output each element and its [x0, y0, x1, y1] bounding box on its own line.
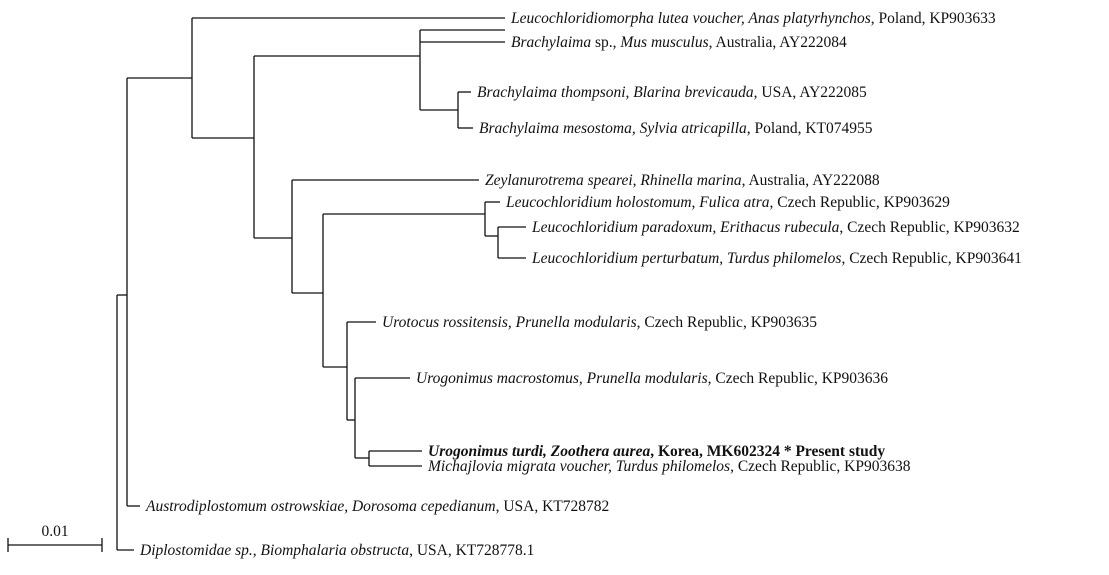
- taxon-label-part: Diplostomidae sp., Biomphalaria obstruct…: [139, 542, 409, 559]
- taxon-label: Austrodiplostomum ostrowskiae, Dorosoma …: [145, 498, 609, 515]
- taxon-label-part: , USA, KT728778.1: [409, 542, 534, 559]
- taxon-label-part: Anas platyrhynchos: [747, 10, 870, 27]
- taxon-label-part: , Czech Republic, KP903632: [839, 219, 1019, 236]
- taxon-label-part: Michajlovia migrata voucher, Turdus phil…: [427, 458, 730, 475]
- taxon-label-part: , Korea, MK602324 * Present study: [650, 443, 885, 460]
- taxon-label-part: Austrodiplostomum ostrowskiae, Dorosoma …: [145, 498, 496, 515]
- taxon-label-part: Urogonimus macrostomus, Prunella modular…: [416, 370, 708, 387]
- taxon-label: Zeylanurotrema spearei, Rhinella marina,…: [485, 172, 880, 189]
- taxon-label: Brachylaima mesostoma, Sylvia atricapill…: [479, 120, 873, 137]
- taxon-label-part: , Czech Republic, KP903638: [730, 458, 911, 475]
- taxon-label: Leucochloridium holostomum, Fulica atra,…: [505, 194, 950, 211]
- taxon-label: Michajlovia migrata voucher, Turdus phil…: [427, 458, 911, 475]
- taxon-label: Leucochloridium paradoxum, Erithacus rub…: [531, 219, 1020, 236]
- taxon-label: Brachylaima thompsoni, Blarina brevicaud…: [477, 84, 867, 101]
- taxon-label-part: , USA, KT728782: [496, 498, 610, 515]
- taxon-label-part: Zeylanurotrema spearei, Rhinella marina: [485, 172, 742, 189]
- taxon-label-part: , Poland, KP903633: [871, 10, 996, 27]
- taxon-label-part: , Czech Republic, KP903641: [841, 250, 1021, 267]
- taxon-label: Diplostomidae sp., Biomphalaria obstruct…: [139, 542, 534, 559]
- taxon-label-part: Leucochloridium holostomum, Fulica atra: [505, 194, 770, 211]
- tree-branches: [116, 17, 526, 551]
- taxon-label-part: , Czech Republic, KP903636: [708, 370, 889, 387]
- taxon-label: Urotocus rossitensis, Prunella modularis…: [382, 314, 817, 331]
- taxon-label: Urogonimus turdi, Zoothera aurea, Korea,…: [428, 443, 885, 460]
- taxon-label: Brachylaima sp., Mus musculus, Australia…: [511, 34, 847, 51]
- taxon-label-part: Urotocus rossitensis, Prunella modularis: [382, 314, 637, 331]
- taxon-label-part: , Czech Republic, KP903635: [637, 314, 818, 331]
- taxon-label: Leucochloridiomorpha lutea voucher, Anas…: [510, 10, 996, 27]
- taxon-label-part: , Australia, AY222084: [709, 34, 847, 51]
- taxon-label-part: Leucochloridium paradoxum, Erithacus rub…: [531, 219, 840, 236]
- taxon-label-part: sp.,: [591, 34, 620, 51]
- taxon-label: Urogonimus macrostomus, Prunella modular…: [416, 370, 888, 387]
- taxon-label: Leucochloridium perturbatum, Turdus phil…: [531, 250, 1022, 267]
- taxon-label-part: Leucochloridiomorpha lutea voucher,: [510, 10, 748, 27]
- taxon-labels: Leucochloridiomorpha lutea voucher, Anas…: [139, 10, 1022, 559]
- taxon-label-part: , USA, AY222085: [754, 84, 867, 101]
- taxon-label-part: Leucochloridium perturbatum, Turdus phil…: [531, 250, 841, 267]
- taxon-label-part: , Czech Republic, KP903629: [770, 194, 951, 211]
- scale-bar: 0.01: [7, 523, 103, 552]
- taxon-label-part: Mus musculus: [619, 34, 708, 51]
- taxon-label-part: Brachylaima mesostoma, Sylvia atricapill…: [479, 120, 747, 137]
- taxon-label-part: Urogonimus turdi, Zoothera aurea: [428, 443, 650, 460]
- scale-bar-label: 0.01: [41, 523, 68, 540]
- taxon-label-part: , Australia, AY222088: [742, 172, 880, 189]
- taxon-label-part: , Poland, KT074955: [747, 120, 873, 137]
- taxon-label-part: Brachylaima thompsoni, Blarina brevicaud…: [477, 84, 754, 101]
- taxon-label-part: Brachylaima: [511, 34, 591, 51]
